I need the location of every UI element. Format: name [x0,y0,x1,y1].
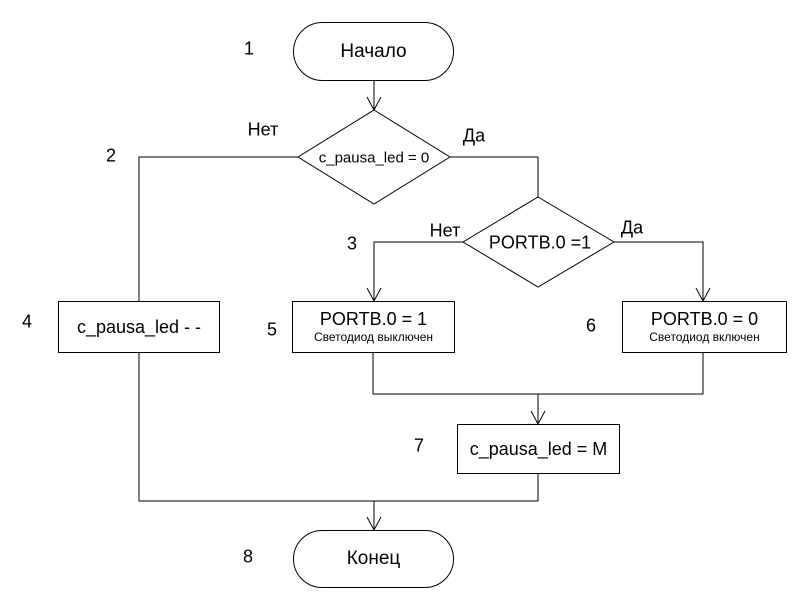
block-number-6: 6 [585,315,597,336]
block-number-3: 3 [346,233,358,254]
process-decrement-label: c_pausa_led - - [76,316,202,337]
block-number-4: 4 [21,311,33,332]
decision-portb-diamond [462,196,615,288]
edge-no-branch-2 [373,241,463,301]
decision-pausa-label: c_pausa_led = 0 [318,149,430,167]
decision-pausa-no-label: Нет [247,119,279,140]
process-led-on-sublabel: Светодиод включен [649,329,760,344]
edge-merge-bottom [138,352,539,502]
decision-portb-no-label: Нет [429,220,461,241]
block-number-1: 1 [243,38,255,59]
edge-merge-mid [372,352,704,395]
decision-portb-yes-label: Да [620,217,644,238]
process-decrement-box: c_pausa_led - - [58,301,220,353]
process-reload-box: c_pausa_led = M [457,424,620,474]
decision-portb-label: PORTB.0 =1 [488,232,592,253]
decision-pausa-yes-label: Да [462,125,486,146]
edge-yes-branch-1 [450,156,539,197]
block-number-5: 5 [266,319,278,340]
process-led-on-label: PORTB.0 = 0 [650,309,759,330]
edge-no-branch-1 [138,156,298,301]
start-terminal: Начало [293,22,454,81]
process-reload-label: c_pausa_led = M [469,438,608,459]
process-led-on-box: PORTB.0 = 0 Светодиод включен [622,301,787,353]
block-number-8: 8 [242,546,254,567]
start-label: Начало [340,40,407,62]
process-led-off-box: PORTB.0 = 1 Светодиод выключен [292,301,455,353]
end-terminal: Конец [293,530,454,588]
decision-pausa-diamond [297,109,451,205]
process-led-off-sublabel: Светодиод выключен [313,329,434,344]
process-led-off-label: PORTB.0 = 1 [319,309,428,330]
edge-yes-branch-2 [614,241,704,301]
end-label: Конец [346,548,401,570]
block-number-7: 7 [413,435,425,456]
block-number-2: 2 [105,145,117,166]
